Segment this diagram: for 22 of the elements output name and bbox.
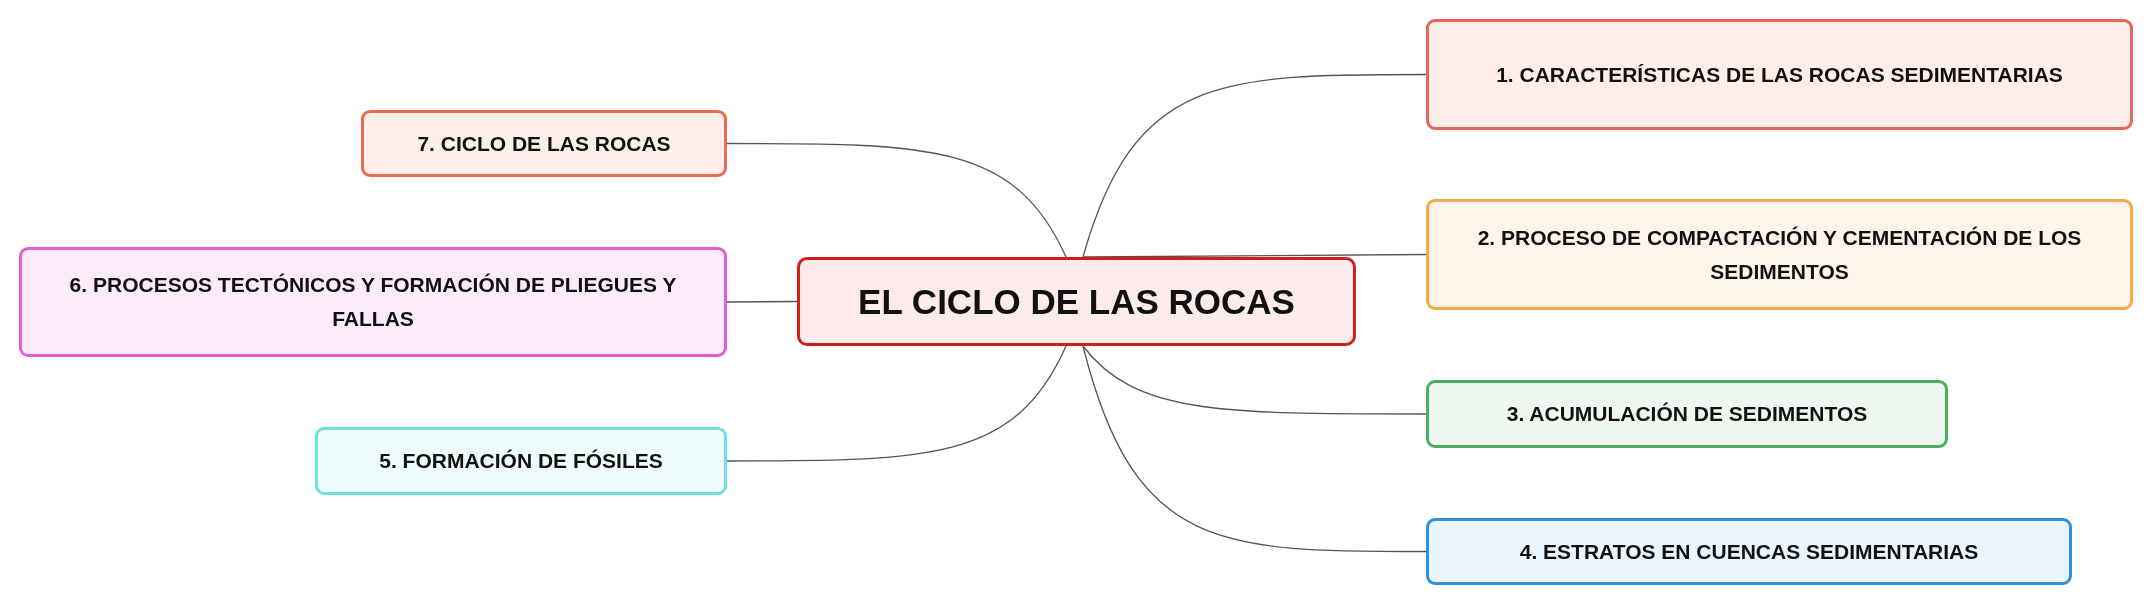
connector-line — [1082, 345, 1427, 553]
connector-line — [1082, 73, 1427, 258]
topic-label: EL CICLO DE LAS ROCAS — [858, 280, 1295, 323]
topic-label: 3. ACUMULACIÓN DE SEDIMENTOS — [1506, 401, 1868, 428]
connector-line — [726, 142, 1067, 258]
topic-label: 7. CICLO DE LAS ROCAS — [417, 130, 671, 157]
topic-box — [19, 247, 727, 357]
topic-box — [1426, 518, 2072, 585]
central-topic-box — [797, 257, 1356, 346]
topic-box — [315, 427, 727, 495]
topic-label: 6. PROCESOS TECTÓNICOS Y FORMACIÓN DE PLIEGUES Y FALLAS — [68, 272, 678, 332]
topic-label: 5. FORMACIÓN DE FÓSILES — [379, 448, 663, 475]
connector-line — [726, 345, 1067, 462]
topic-label: 2. PROCESO DE COMPACTACIÓN Y CEMENTACIÓN DE LOS SEDIMENTOS — [1476, 224, 2083, 285]
topic-box — [1426, 19, 2133, 130]
topic-box — [361, 110, 727, 177]
connector-line — [1082, 345, 1427, 415]
topic-label: 4. ESTRATOS EN CUENCAS SEDIMENTARIAS — [1519, 538, 1979, 565]
connector-line — [726, 300, 798, 303]
topic-box — [1426, 199, 2133, 310]
topic-label: 1. CARACTERÍSTICAS DE LAS ROCAS SEDIMENTARIAS — [1496, 61, 2063, 88]
topic-box — [1426, 380, 1948, 448]
